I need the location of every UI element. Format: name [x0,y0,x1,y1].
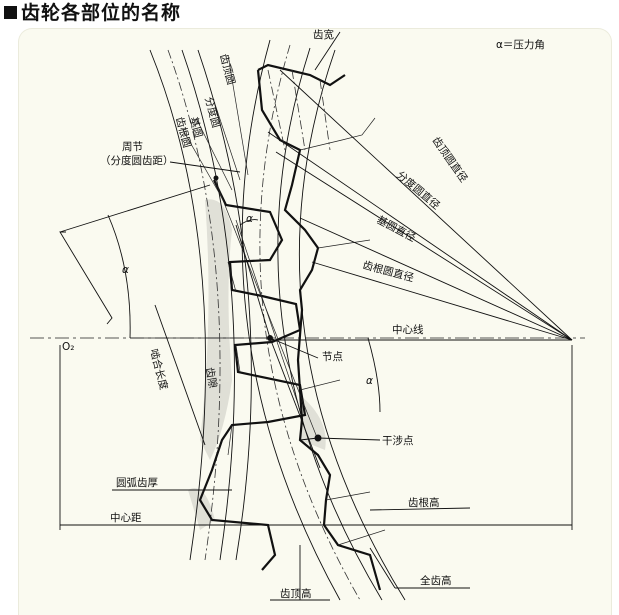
clearance-label: 齿隙 [203,366,220,389]
alpha-left-label: α [122,264,129,276]
tip-diameter-label: 齿顶圆直径 [430,134,471,185]
right-gear-teeth [256,69,382,591]
left-gear-teeth [198,179,307,571]
base-diameter-label: 基圆直径 [375,213,419,244]
diameter-fan-lines [267,69,573,341]
alpha-arc-right [367,337,381,413]
pitch-diameter-label: 分度圆直径 [394,168,443,212]
contact-length-dim [154,304,206,446]
o2-break-line [59,231,113,325]
left-tooth-inner [227,261,241,456]
pitch-circle-label: 分度圆 [202,95,223,129]
circular-pitch-label: 周节 [122,141,143,153]
tooth-width-label: 齿宽 [313,28,334,41]
alpha-right-label: α [366,375,373,387]
whole-depth-label: 全齿高 [420,574,452,587]
base-circle-label: 基圆 [187,115,205,139]
center-distance-label: 中心距 [110,511,142,524]
root-diameter-label: 齿根圆直径 [361,258,416,284]
interference-point-label: 干涉点 [382,434,414,447]
right-tooth-top [257,63,346,87]
center-line-label: 中心线 [392,323,424,336]
right-gear-circles [241,39,406,601]
pitch-point-dot [267,335,273,341]
construction-lines [130,179,321,469]
interference-point-dot [314,434,322,442]
alpha-tooth-label: α [246,213,253,225]
arc-thickness-label: 圆弧齿厚 [116,476,158,489]
leader-lines [169,31,471,601]
pitch-point-label: 节点 [322,351,343,363]
title-square-icon [4,6,17,19]
alpha-arc-left [107,214,131,339]
pressure-angle-note: α＝压力角 [496,38,545,51]
circular-pitch-sub-label: （分度圆齿距） [100,154,174,167]
pitch-ref-line [59,184,211,233]
tip-circle-label: 齿顶圆 [217,53,237,87]
contact-length-label: 啮合长度 [147,347,171,391]
left-gear-circles [149,49,252,561]
diagram-panel [18,28,612,615]
dedendum-label: 齿根高 [408,496,440,509]
alpha-arc-tooth [239,219,259,226]
right-tooth-side [299,117,386,546]
page-title: 齿轮各部位的名称 [4,2,181,24]
addendum-label: 齿顶高 [280,587,312,600]
o2-label: O₂ [62,341,74,353]
pitch-mark-dot [213,175,219,181]
